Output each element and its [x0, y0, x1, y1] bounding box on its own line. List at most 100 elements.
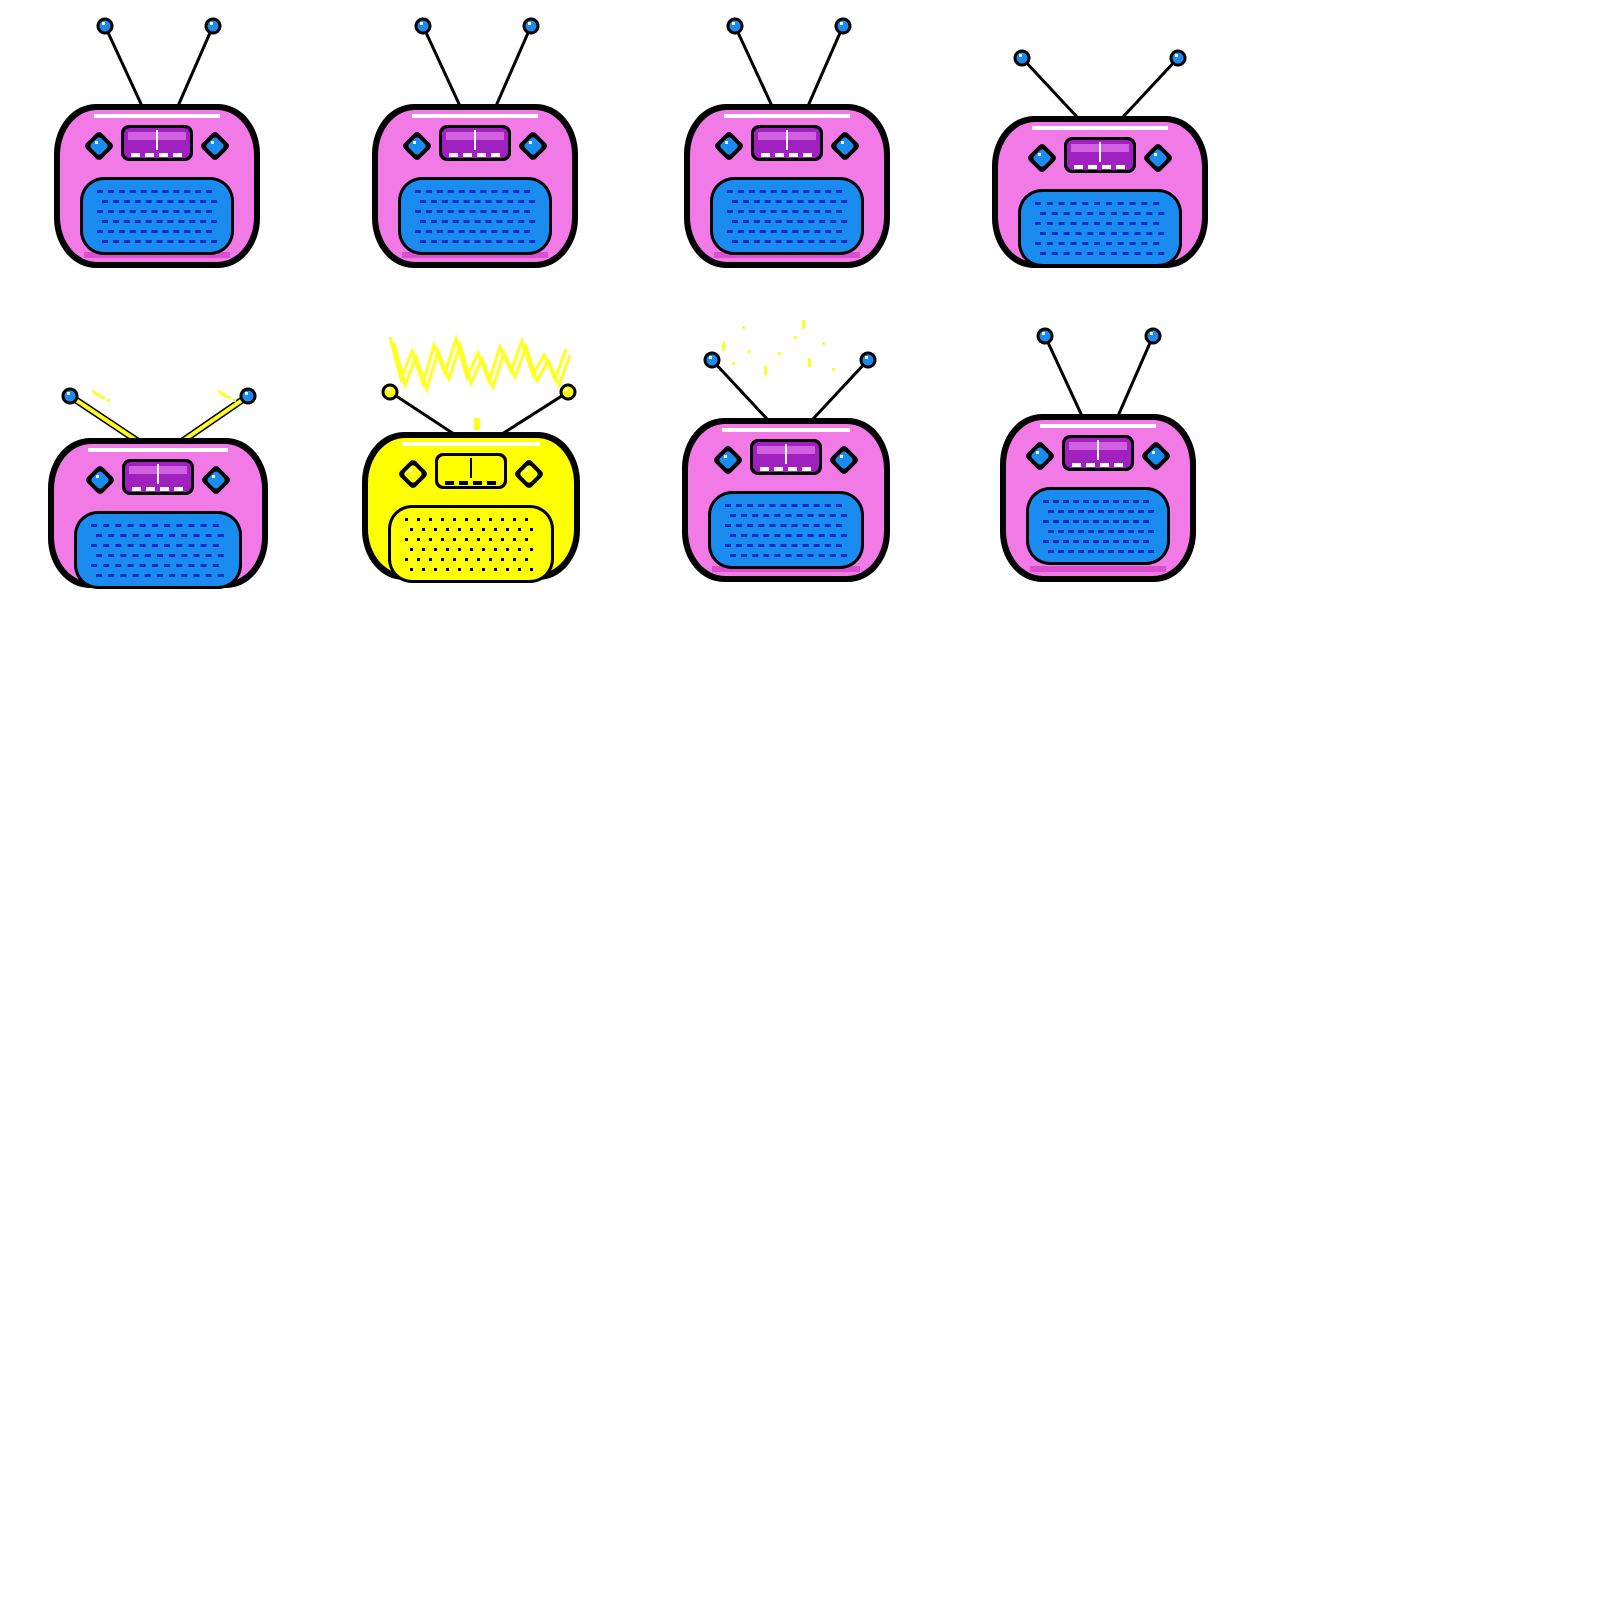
speaker-hole: [747, 524, 754, 527]
speaker-hole: [825, 210, 832, 213]
speaker-hole: [1073, 540, 1079, 543]
speaker-hole: [796, 554, 803, 557]
sprite-frame-shock: [318, 314, 638, 634]
speaker-hole: [446, 568, 449, 571]
speaker-hole: [764, 200, 771, 203]
preset-button: [775, 153, 784, 157]
knob-shine: [525, 469, 528, 472]
speaker-hole: [489, 558, 492, 561]
speaker-hole: [176, 544, 183, 547]
speaker-hole: [775, 240, 782, 243]
speaker-hole: [791, 544, 798, 547]
speaker-hole: [786, 200, 793, 203]
antenna-tip-shine: [102, 22, 105, 25]
radio-body-shadow: [1030, 566, 1166, 572]
preset-button: [174, 487, 183, 491]
speaker-hole: [803, 230, 810, 233]
speaker-hole: [494, 548, 497, 551]
speaker-hole: [107, 230, 114, 233]
speaker-hole: [410, 548, 413, 551]
antenna-left: [1043, 334, 1084, 418]
speaker-hole: [485, 240, 492, 243]
speaker-hole: [491, 190, 498, 193]
spark: [223, 393, 226, 396]
speaker-hole: [134, 240, 141, 243]
knob-shine: [1154, 153, 1157, 156]
speaker-hole: [480, 230, 487, 233]
speaker-hole: [463, 200, 470, 203]
speaker-hole: [792, 230, 799, 233]
speaker-hole: [129, 190, 136, 193]
speaker-hole: [524, 190, 531, 193]
spark: [832, 368, 835, 371]
speaker-hole: [217, 554, 224, 557]
speaker-hole: [132, 554, 139, 557]
speaker-hole: [530, 568, 533, 571]
speaker-hole: [1046, 202, 1053, 205]
knob-right-icon: [524, 137, 542, 155]
sprite-frame-charge: [0, 314, 320, 634]
speaker-hole: [803, 190, 810, 193]
speaker-hole: [151, 210, 158, 213]
speaker-hole: [769, 504, 776, 507]
speaker-hole: [485, 200, 492, 203]
speaker-hole: [181, 534, 188, 537]
speaker-hole: [1053, 520, 1059, 523]
speaker-hole: [405, 518, 408, 521]
preset-button: [1086, 463, 1095, 467]
speaker-hole: [835, 504, 842, 507]
speaker-hole: [780, 544, 787, 547]
speaker-hole: [167, 240, 174, 243]
speaker-hole: [758, 504, 765, 507]
speaker-hole: [496, 200, 503, 203]
speaker-hole: [1105, 222, 1112, 225]
speaker-hole: [1063, 252, 1070, 255]
speaker-hole: [167, 220, 174, 223]
antenna-left: [387, 389, 457, 437]
speaker-hole: [103, 544, 110, 547]
preset-button: [803, 153, 812, 157]
speaker-hole: [470, 548, 473, 551]
radio-body-highlight: [724, 114, 850, 118]
speaker-hole: [524, 230, 531, 233]
speaker-hole: [518, 220, 525, 223]
speaker-hole: [802, 524, 809, 527]
speaker-hole: [452, 240, 459, 243]
speaker-hole: [200, 240, 207, 243]
spark: [228, 396, 231, 399]
speaker-hole: [1108, 530, 1114, 533]
knob-shine: [724, 455, 727, 458]
radio-sprite-icon: [684, 17, 890, 268]
speaker-hole: [813, 524, 820, 527]
speaker-hole: [1053, 500, 1059, 503]
speaker-hole: [156, 240, 163, 243]
speaker-hole: [1083, 520, 1089, 523]
speaker-hole: [1129, 222, 1136, 225]
speaker-hole: [1093, 520, 1099, 523]
speaker-hole: [1099, 232, 1106, 235]
speaker-hole: [835, 524, 842, 527]
speaker-hole: [1138, 510, 1144, 513]
radio-sprite-group: [48, 387, 268, 589]
speaker-hole: [1053, 540, 1059, 543]
knob-shine: [96, 475, 99, 478]
speaker-hole: [482, 548, 485, 551]
speaker-hole: [195, 230, 202, 233]
knob-shine: [409, 469, 412, 472]
sprite-frame-idle-3: [630, 0, 950, 320]
speaker-hole: [1103, 500, 1109, 503]
speaker-hole: [410, 568, 413, 571]
speaker-hole: [807, 534, 814, 537]
speaker-hole: [725, 524, 731, 527]
speaker-hole: [129, 210, 136, 213]
preset-button: [145, 153, 154, 157]
speaker-hole: [107, 210, 114, 213]
speaker-hole: [422, 528, 425, 531]
antenna-tip-right-icon: [239, 387, 257, 405]
speaker-hole: [410, 528, 413, 531]
speaker-hole: [458, 190, 465, 193]
speaker-hole: [200, 220, 207, 223]
speaker-hole: [1043, 520, 1049, 523]
speaker-hole: [127, 524, 134, 527]
speaker-hole: [1087, 252, 1094, 255]
